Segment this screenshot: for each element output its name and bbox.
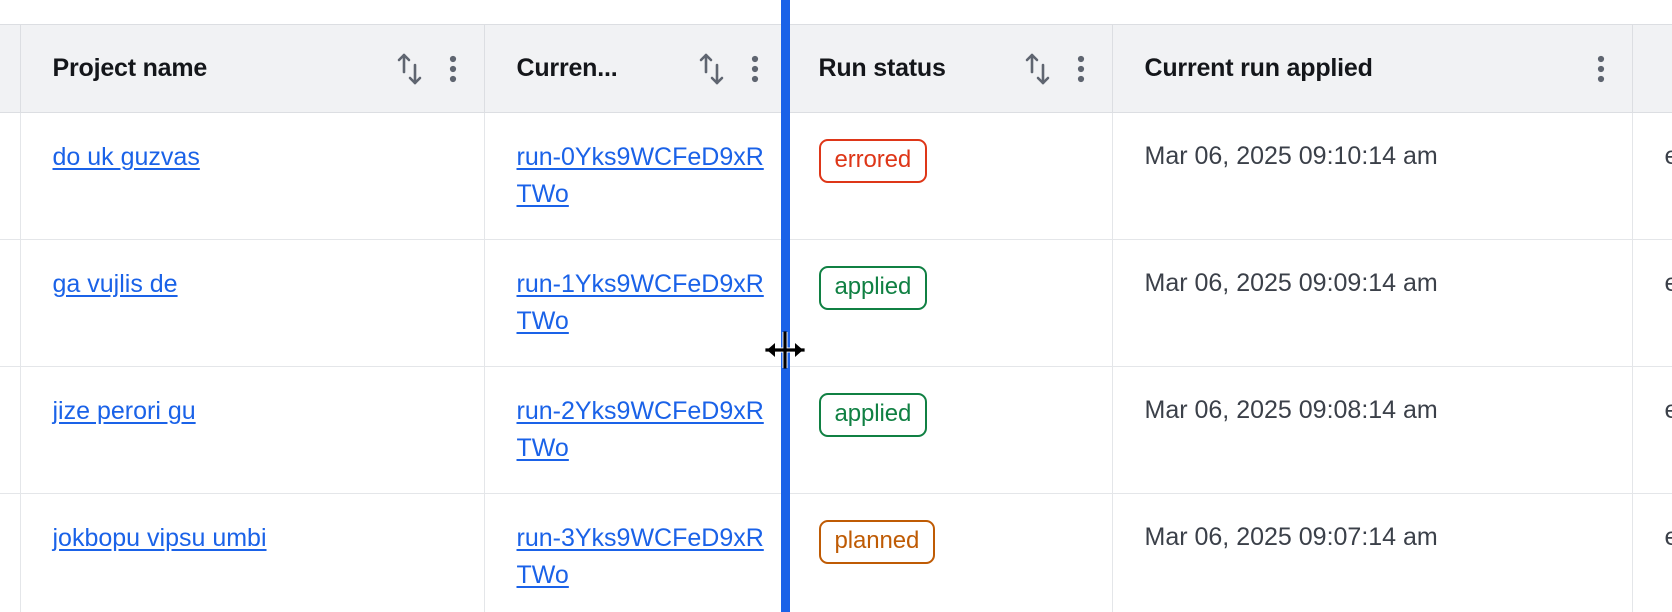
project-name-link[interactable]: jokbopu vipsu umbi xyxy=(52,524,267,552)
cell-status: applied xyxy=(786,366,1113,494)
table-row: do uk guzvas run-0Yks9WCFeD9xRTWo errored M… xyxy=(0,112,1672,240)
kebab-menu-icon[interactable] xyxy=(742,52,768,86)
column-header-project[interactable]: Project name xyxy=(20,24,485,113)
sort-ascending-descending-icon[interactable] xyxy=(392,50,426,88)
current-run-link[interactable]: run-3Yks9WCFeD9xRTWo xyxy=(516,524,764,589)
column-header-label-current: Curren... xyxy=(516,54,618,82)
cell-next: e xyxy=(1632,239,1672,367)
column-header-status[interactable]: Run status xyxy=(786,24,1113,113)
current-run-applied-text: Mar 06, 2025 09:10:14 am xyxy=(1144,142,1438,170)
cell-next: e xyxy=(1632,112,1672,240)
cell-applied: Mar 06, 2025 09:08:14 am xyxy=(1112,366,1633,494)
table-row: jokbopu vipsu umbi run-3Yks9WCFeD9xRTWo pl… xyxy=(0,493,1672,612)
cell-status: planned xyxy=(786,493,1113,612)
header-gutter-cell xyxy=(0,24,21,113)
sort-ascending-descending-icon[interactable] xyxy=(1020,50,1054,88)
column-header-label-applied: Current run applied xyxy=(1144,54,1373,82)
project-name-link[interactable]: ga vujlis de xyxy=(52,270,178,298)
cell-current: run-3Yks9WCFeD9xRTWo xyxy=(484,493,787,612)
next-column-text: e xyxy=(1664,396,1672,424)
cell-status: errored xyxy=(786,112,1113,240)
column-header-label-project: Project name xyxy=(52,54,208,82)
status-badge: errored xyxy=(818,139,928,183)
cell-next: e xyxy=(1632,366,1672,494)
cell-applied: Mar 06, 2025 09:10:14 am xyxy=(1112,112,1633,240)
cell-next: e xyxy=(1632,493,1672,612)
cell-project: ga vujlis de xyxy=(20,239,485,367)
sort-ascending-descending-icon[interactable] xyxy=(694,50,728,88)
table-row: ga vujlis de run-1Yks9WCFeD9xRTWo applied M… xyxy=(0,239,1672,367)
column-resize-cursor-icon xyxy=(762,328,808,372)
cell-status: applied xyxy=(786,239,1113,367)
project-name-link[interactable]: jize perori gu xyxy=(52,397,196,425)
next-column-text: e xyxy=(1664,523,1672,551)
column-header-applied[interactable]: Current run applied xyxy=(1112,24,1633,113)
page-top-strip xyxy=(0,0,1672,24)
kebab-menu-icon[interactable] xyxy=(1588,52,1614,86)
column-header-next[interactable]: V xyxy=(1632,24,1672,113)
projects-table: Project name Curren... Run status Current r… xyxy=(0,24,1672,612)
status-badge: planned xyxy=(818,520,936,564)
kebab-menu-icon[interactable] xyxy=(1068,52,1094,86)
cell-current: run-0Yks9WCFeD9xRTWo xyxy=(484,112,787,240)
current-run-link[interactable]: run-1Yks9WCFeD9xRTWo xyxy=(516,270,764,335)
current-run-applied-text: Mar 06, 2025 09:08:14 am xyxy=(1144,396,1438,424)
column-header-current[interactable]: Curren... xyxy=(484,24,787,113)
status-badge: applied xyxy=(818,266,928,310)
row-gutter-cell xyxy=(0,112,21,240)
cell-project: do uk guzvas xyxy=(20,112,485,240)
next-column-text: e xyxy=(1664,142,1672,170)
cell-project: jize perori gu xyxy=(20,366,485,494)
current-run-link[interactable]: run-2Yks9WCFeD9xRTWo xyxy=(516,397,764,462)
table-header-row: Project name Curren... Run status Current r… xyxy=(0,24,1672,113)
current-run-applied-text: Mar 06, 2025 09:09:14 am xyxy=(1144,269,1438,297)
row-gutter-cell xyxy=(0,366,21,494)
table-row: jize perori gu run-2Yks9WCFeD9xRTWo applie… xyxy=(0,366,1672,494)
cell-project: jokbopu vipsu umbi xyxy=(20,493,485,612)
cell-current: run-1Yks9WCFeD9xRTWo xyxy=(484,239,787,367)
row-gutter-cell xyxy=(0,239,21,367)
cell-applied: Mar 06, 2025 09:09:14 am xyxy=(1112,239,1633,367)
column-header-label-status: Run status xyxy=(818,54,946,82)
row-gutter-cell xyxy=(0,493,21,612)
project-name-link[interactable]: do uk guzvas xyxy=(52,143,200,171)
cell-current: run-2Yks9WCFeD9xRTWo xyxy=(484,366,787,494)
next-column-text: e xyxy=(1664,269,1672,297)
status-badge: applied xyxy=(818,393,928,437)
current-run-applied-text: Mar 06, 2025 09:07:14 am xyxy=(1144,523,1438,551)
cell-applied: Mar 06, 2025 09:07:14 am xyxy=(1112,493,1633,612)
current-run-link[interactable]: run-0Yks9WCFeD9xRTWo xyxy=(516,143,764,208)
column-resize-indicator[interactable] xyxy=(781,0,790,612)
kebab-menu-icon[interactable] xyxy=(440,52,466,86)
